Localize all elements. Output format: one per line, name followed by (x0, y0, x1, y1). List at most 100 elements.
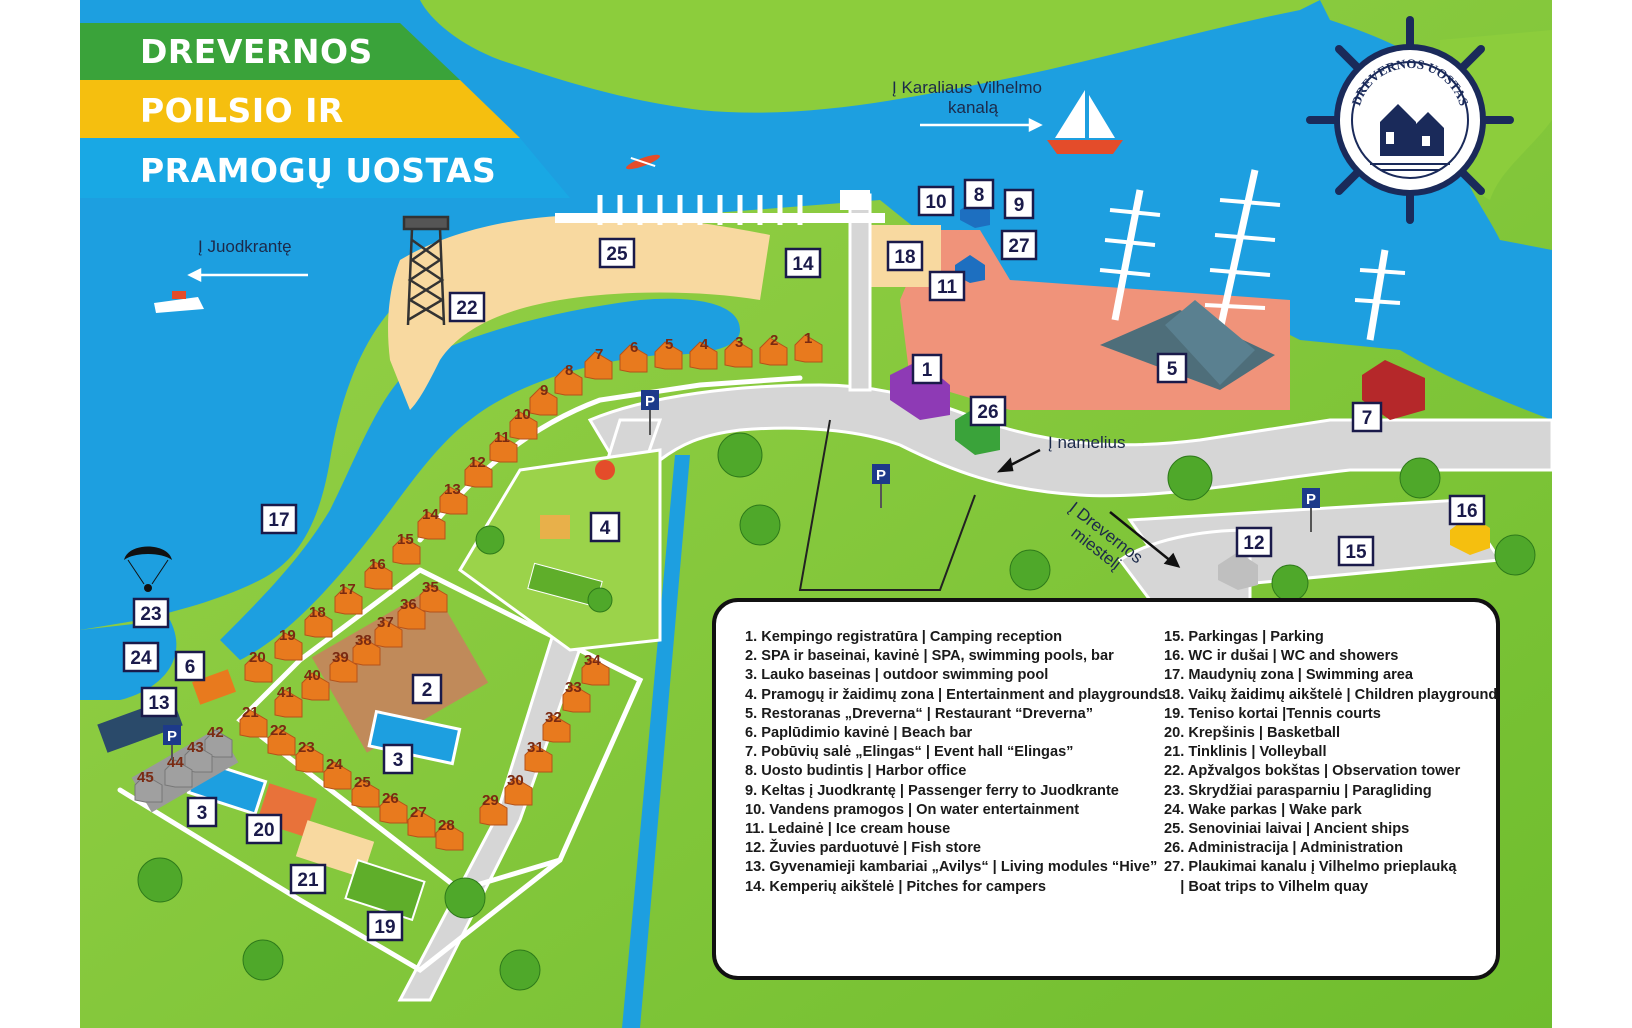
marker-15[interactable]: 15 (1337, 535, 1375, 567)
marker-1[interactable]: 1 (911, 353, 943, 385)
title-band-yellow (80, 80, 520, 138)
marker-6[interactable]: 6 (174, 650, 206, 682)
location-markers: 1 2 3 3 4 5 6 7 8 9 10 11 12 13 14 15 16… (122, 178, 1486, 942)
legend-item: 25. Senoviniai laivai | Ancient ships (1164, 821, 1410, 838)
cabin-number: 21 (242, 704, 259, 721)
cabin-numbers: 1 2 3 4 5 6 7 8 9 10 11 12 13 14 15 16 1… (137, 330, 812, 834)
svg-text:1: 1 (922, 360, 933, 381)
marker-2[interactable]: 2 (411, 673, 443, 705)
marker-4[interactable]: 4 (589, 511, 621, 543)
marker-20[interactable]: 20 (245, 813, 283, 845)
paraglider-icon (124, 546, 172, 592)
marker-25[interactable]: 25 (598, 237, 636, 269)
legend-panel: 1. Kempingo registratūra | Camping recep… (712, 598, 1500, 980)
marker-10[interactable]: 10 (917, 185, 955, 217)
marker-19[interactable]: 19 (366, 910, 404, 942)
title-line-3: PRAMOGŲ UOSTAS (140, 151, 496, 190)
parking-sign: P (641, 390, 659, 435)
parking-sign: P (872, 464, 890, 508)
cabin-number: 22 (270, 722, 287, 739)
cabin-number: 5 (665, 336, 673, 353)
kayak-icon (626, 154, 660, 170)
svg-text:P: P (167, 728, 177, 745)
cabin-number: 14 (422, 506, 439, 523)
marker-21[interactable]: 21 (289, 863, 327, 895)
svg-text:12: 12 (1243, 533, 1264, 554)
legend-item: 18. Vaikų žaidimų aikštelė | Children pl… (1164, 686, 1498, 703)
cabin-number: 11 (494, 429, 510, 446)
parking-signs: P P P P (163, 390, 1320, 760)
svg-text:7: 7 (1362, 408, 1373, 429)
legend-item: 15. Parkingas | Parking (1164, 629, 1324, 645)
legend-item: 10. Vandens pramogos | On water entertai… (745, 801, 1080, 818)
marker-3b[interactable]: 3 (186, 796, 218, 828)
cabin-number: 17 (339, 581, 356, 598)
camper-lot-outline (798, 419, 976, 591)
cabin-number: 30 (507, 772, 524, 789)
legend-item: 11. Ledainė | Ice cream house (745, 821, 951, 838)
svg-text:16: 16 (1456, 501, 1477, 522)
arrow-left-icon (187, 267, 308, 283)
marker-12[interactable]: 12 (1235, 526, 1273, 558)
svg-text:P: P (645, 393, 655, 410)
legend-item: 26. Administracija | Administration (1164, 840, 1403, 857)
marker-11[interactable]: 11 (928, 270, 966, 302)
trees (137, 432, 1536, 991)
cabin-number: 12 (469, 454, 486, 471)
legend-item: | Boat trips to Vilhelm quay (1164, 878, 1369, 895)
cabin-number: 34 (584, 652, 601, 669)
legend-item: 6. Paplūdimio kavinė | Beach bar (745, 725, 973, 742)
legend-item: 17. Maudynių zona | Swimming area (1164, 667, 1413, 684)
marker-26[interactable]: 26 (969, 395, 1007, 427)
title-band-blue (80, 138, 570, 198)
cabin-number: 39 (332, 649, 349, 666)
arrow-to-cabins-icon (996, 448, 1041, 473)
legend-item: 27. Plaukimai kanalu į Vilhelmo prieplau… (1164, 859, 1457, 876)
cabin-number: 27 (410, 804, 427, 821)
svg-text:P: P (876, 467, 886, 484)
title-line-2: POILSIO IR (140, 91, 344, 130)
cabin-number: 41 (277, 684, 294, 701)
svg-text:25: 25 (606, 244, 628, 265)
marker-7[interactable]: 7 (1351, 401, 1383, 433)
legend-item: 4. Pramogų ir žaidimų zona | Entertainme… (745, 686, 1166, 703)
cabin-number: 33 (565, 679, 582, 696)
cabin-number: 29 (482, 792, 499, 809)
cabin-number: 4 (700, 336, 709, 353)
marker-16[interactable]: 16 (1448, 494, 1486, 526)
svg-text:5: 5 (1167, 359, 1178, 380)
marker-9[interactable]: 9 (1003, 188, 1035, 220)
svg-text:10: 10 (925, 192, 946, 213)
legend-item: 19. Teniso kortai |Tennis courts (1164, 705, 1381, 722)
slide-icon (540, 515, 570, 539)
marker-5[interactable]: 5 (1156, 352, 1188, 384)
svg-text:13: 13 (148, 693, 169, 714)
marker-18[interactable]: 18 (886, 240, 924, 272)
marker-17[interactable]: 17 (260, 503, 298, 535)
cabins (134, 334, 823, 851)
marker-23[interactable]: 23 (132, 597, 170, 629)
svg-text:17: 17 (268, 510, 289, 531)
legend-item: 23. Skrydžiai parasparniu | Paragliding (1164, 782, 1432, 799)
title-line-1: DREVERNOS (140, 32, 373, 71)
marker-14[interactable]: 14 (784, 247, 822, 279)
marker-3a[interactable]: 3 (382, 743, 414, 775)
svg-text:21: 21 (297, 870, 319, 891)
marker-27[interactable]: 27 (1000, 229, 1038, 261)
buildings (97, 200, 1490, 922)
cabin-number: 44 (167, 754, 184, 771)
marker-13[interactable]: 13 (140, 686, 178, 718)
sailboat-icon (1047, 90, 1123, 154)
piers (555, 169, 1406, 341)
legend-item: 13. Gyvenamieji kambariai „Avilys“ | Liv… (745, 859, 1158, 876)
marker-8[interactable]: 8 (963, 178, 995, 210)
left-margin (0, 0, 80, 1028)
legend-item: 3. Lauko baseinas | outdoor swimming poo… (745, 667, 1049, 684)
svg-text:19: 19 (374, 917, 395, 938)
title-band-green (80, 23, 460, 80)
marker-24[interactable]: 24 (122, 641, 160, 673)
parking-sign: P (163, 725, 181, 760)
marker-22[interactable]: 22 (448, 291, 486, 323)
cabin-number: 37 (377, 614, 394, 631)
cabin-number: 25 (354, 774, 371, 791)
